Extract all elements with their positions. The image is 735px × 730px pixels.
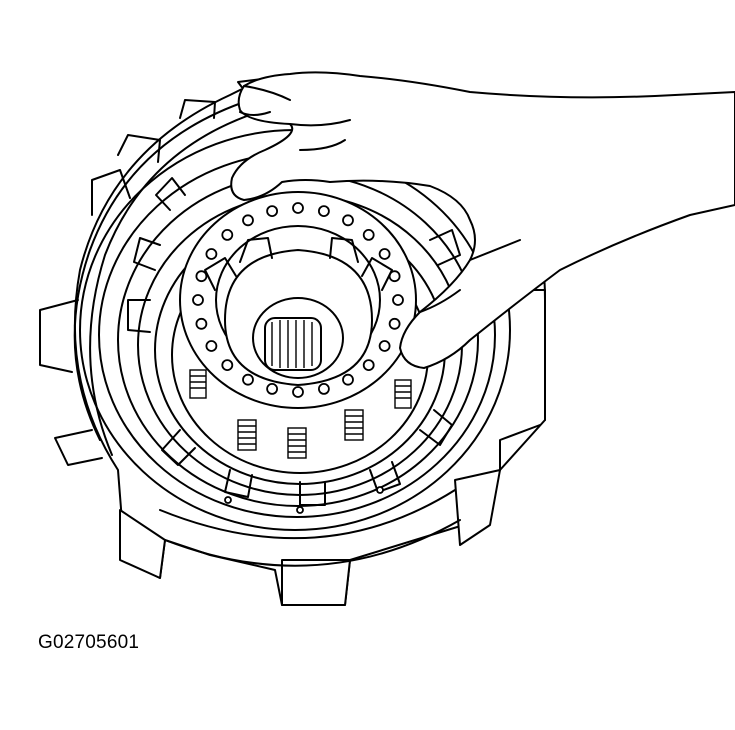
plate-hole xyxy=(317,205,330,218)
plate-hole xyxy=(292,386,304,398)
plate-hole xyxy=(378,248,391,260)
plate-hole xyxy=(392,294,404,306)
plate-hole xyxy=(388,317,401,330)
plate-hole xyxy=(317,382,330,395)
plate-hole xyxy=(342,214,354,227)
plate-hole xyxy=(378,340,391,352)
plate-hole xyxy=(205,248,218,260)
plate-hole xyxy=(192,294,204,306)
hand-illustration xyxy=(230,71,735,369)
return-springs xyxy=(189,369,412,459)
clutch-assembly-illustration xyxy=(39,71,735,606)
plate-hole xyxy=(292,202,304,214)
plate-hole xyxy=(242,214,254,227)
plate-hole xyxy=(266,205,279,218)
plate-hole xyxy=(221,228,234,241)
plate-hole xyxy=(221,359,234,372)
plate-hole xyxy=(195,317,208,330)
perforated-plate xyxy=(179,191,417,409)
plate-hole xyxy=(242,373,254,386)
plate-hole xyxy=(342,373,354,386)
plate-hole xyxy=(195,270,208,283)
figure-caption: G02705601 xyxy=(38,632,140,653)
plate-hole xyxy=(205,340,218,352)
plate-hole xyxy=(362,359,375,372)
plate-hole xyxy=(266,382,279,395)
plate-hole xyxy=(362,228,375,241)
